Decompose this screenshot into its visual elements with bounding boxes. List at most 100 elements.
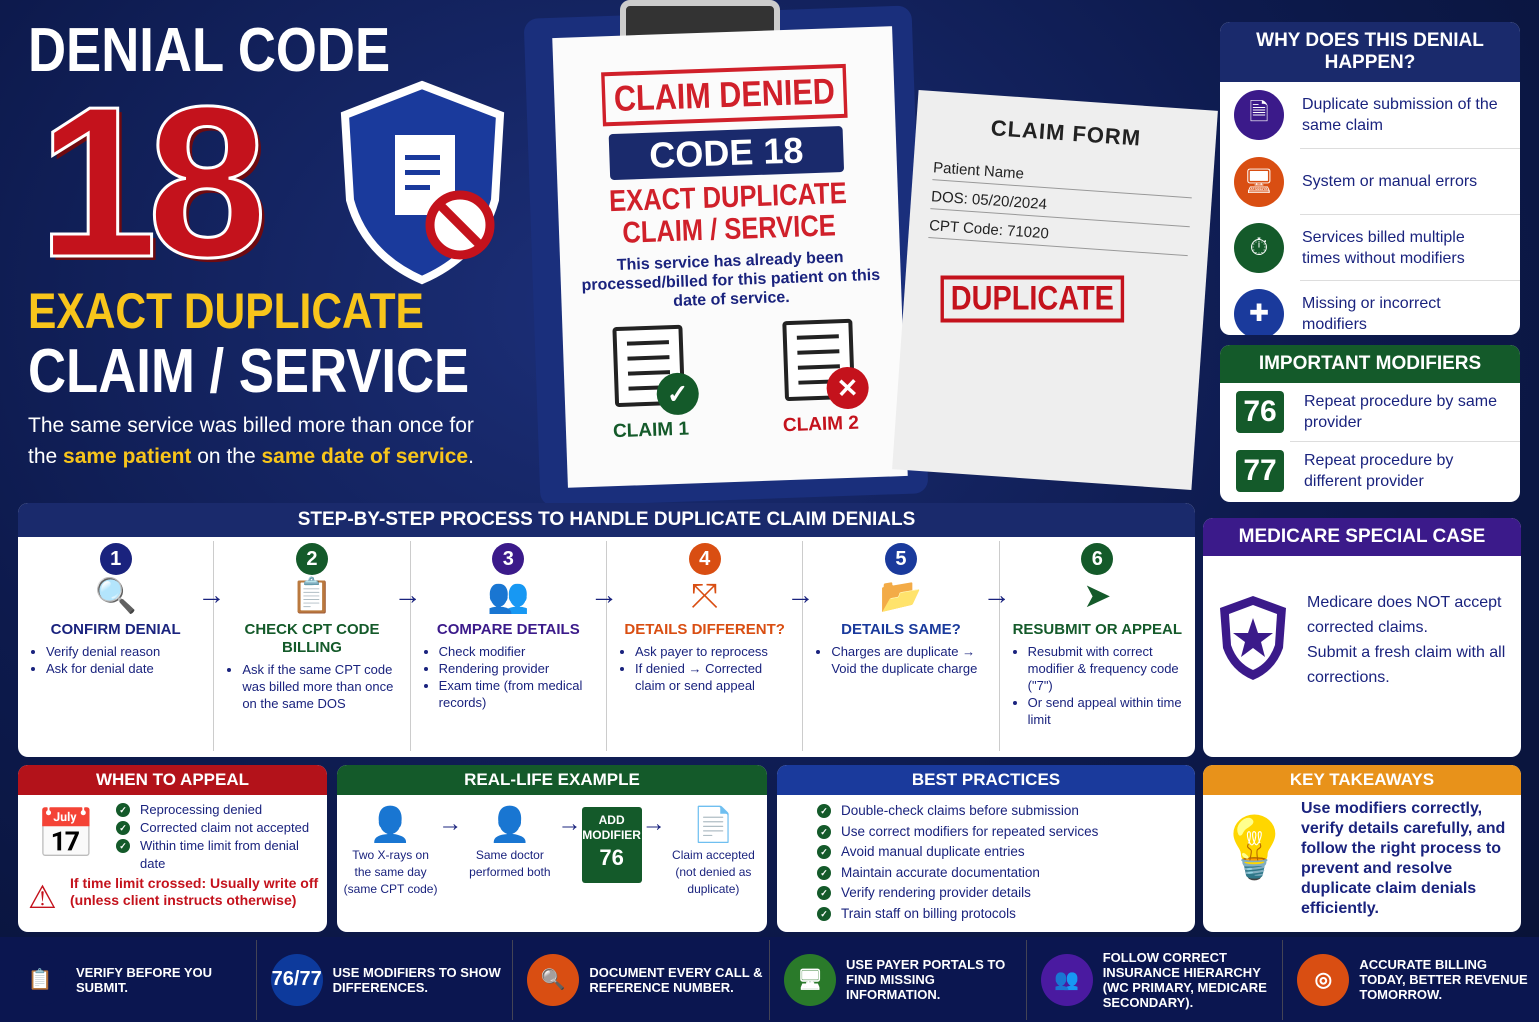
arrow-icon: → <box>197 579 226 610</box>
modifier-text: Repeat procedure by same provider <box>1304 393 1497 431</box>
step-title: CONFIRM DENIAL <box>50 621 181 638</box>
step-number: 5 <box>884 543 917 575</box>
step-number: 1 <box>99 543 132 575</box>
people-icon: 👥 <box>1040 953 1093 1006</box>
modifier-text: Repeat procedure by different provider <box>1304 451 1454 490</box>
shield-star-icon <box>1220 596 1286 680</box>
step-bullet: Charges are duplicate → Void the duplica… <box>831 643 990 677</box>
step-bullet: Resubmit with correct modifier & frequen… <box>1028 643 1187 694</box>
folder-icon: 📂 <box>879 577 923 615</box>
clipboard-paper: CLAIM DENIED CODE 18 EXACT DUPLICATE CLA… <box>552 26 908 488</box>
target-icon: ◎ <box>1297 953 1350 1006</box>
step-2: 2📋CHECK CPT CODE BILLINGAsk if the same … <box>213 541 422 751</box>
appeal-title: WHEN TO APPEAL <box>18 765 327 795</box>
example-step: 👤Two X-rays on the same day (same CPT co… <box>343 803 438 898</box>
desc-text: . <box>468 445 474 468</box>
check-text: Within time limit from denial date <box>140 838 299 871</box>
step-bullet: Verify denial reason <box>46 643 205 660</box>
step-bullet: Ask for denial date <box>46 660 205 677</box>
why-panel: WHY DOES THIS DENIAL HAPPEN? 🗎Duplicate … <box>1220 22 1520 335</box>
claim-2: ✕CLAIM 2 <box>779 318 870 438</box>
step-title: DETAILS SAME? <box>841 621 961 638</box>
footer-text: USE PAYER PORTALS TO FIND MISSING INFORM… <box>846 957 1006 1002</box>
code-box: CODE 18 <box>608 125 845 181</box>
appeal-check: ✓Corrected claim not accepted <box>116 819 321 837</box>
step-number: 4 <box>688 543 721 575</box>
step-bullet: Ask payer to reprocess <box>635 643 794 660</box>
steps-panel: STEP-BY-STEP PROCESS TO HANDLE DUPLICATE… <box>18 503 1195 757</box>
desc-highlight: same date of service <box>261 445 469 468</box>
best-text: Maintain accurate documentation <box>841 864 1040 880</box>
appeal-check: ✓Reprocessing denied <box>116 801 321 819</box>
example-text: Same doctor performed both <box>469 848 551 879</box>
why-item: ✚Missing or incorrect modifiers <box>1234 280 1520 335</box>
check-icon: ✓ <box>656 372 700 416</box>
why-text: System or manual errors <box>1302 173 1478 190</box>
arrow-icon: → <box>557 810 582 837</box>
best-text: Double-check claims before submission <box>841 803 1079 818</box>
doctor-icon: 👤 <box>488 806 532 844</box>
best-item: ✓Avoid manual duplicate entries <box>817 842 1195 863</box>
document-check-icon: 📄 <box>692 806 735 844</box>
footer-text: ACCURATE BILLING TODAY, BETTER REVENUE T… <box>1359 957 1528 1002</box>
form-title: CLAIM FORM <box>990 115 1142 151</box>
footer-tip: 🔍DOCUMENT EVERY CALL & REFERENCE NUMBER. <box>512 939 769 1020</box>
monitor-icon: 🖥 <box>1234 156 1284 207</box>
why-item: 🗎Duplicate submission of the same claim <box>1220 82 1520 148</box>
modifier-code: 76 <box>1236 391 1284 433</box>
modifier-value: 76 <box>599 845 624 870</box>
why-title: WHY DOES THIS DENIAL HAPPEN? <box>1220 22 1520 82</box>
split-arrow-icon: ⤧ <box>691 577 719 615</box>
x-icon: ✕ <box>825 366 870 410</box>
example-step: 👤 Same doctor performed both <box>462 803 557 881</box>
best-item: ✓Maintain accurate documentation <box>817 863 1195 884</box>
step-title: RESUBMIT OR APPEAL <box>1012 621 1183 638</box>
footer-text: VERIFY BEFORE YOU SUBMIT. <box>76 964 213 995</box>
step-1: 1🔍 CONFIRM DENIAL Verify denial reasonAsk … <box>18 541 225 751</box>
arrow-icon: → <box>982 579 1011 610</box>
desc-text: on the <box>191 445 262 468</box>
why-text: Services billed multiple times without m… <box>1302 228 1465 267</box>
why-text: Duplicate submission of the same claim <box>1302 96 1498 134</box>
best-item: ✓Train staff on billing protocols <box>817 904 1195 925</box>
search-icon: 🔍 <box>94 577 137 615</box>
clipboard-title: EXACT DUPLICATE CLAIM / SERVICE <box>608 176 848 250</box>
modifier-76: 76 Repeat procedure by same provider <box>1220 383 1520 441</box>
footer-text: USE MODIFIERS TO SHOW DIFFERENCES. <box>332 964 501 995</box>
medicare-title: MEDICARE SPECIAL CASE <box>1203 518 1521 556</box>
check-icon: ✓ <box>817 824 831 839</box>
document-icon: ✕ <box>782 318 870 410</box>
check-icon: ✓ <box>116 803 130 817</box>
modifier-code: 77 <box>1236 449 1284 492</box>
footer-tip: 👥FOLLOW CORRECT INSURANCE HIERARCHY (WC … <box>1025 939 1283 1020</box>
appeal-check: ✓ Within time limit from denial date <box>116 837 321 873</box>
footer-tip: 76/77 USE MODIFIERS TO SHOW DIFFERENCES. <box>255 939 513 1020</box>
example-step: 📄Claim accepted (not denied as duplicate… <box>666 803 761 898</box>
claim-1-label: CLAIM 1 <box>612 418 690 443</box>
desc-text: The same service was billed more than on… <box>28 414 474 468</box>
modifier-badge: 76/77 <box>270 953 323 1006</box>
document-icon: ✓ <box>612 324 700 416</box>
puzzle-icon: ✚ <box>1234 288 1284 335</box>
step-title: DETAILS DIFFERENT? <box>624 621 785 638</box>
real-life-example-panel: REAL-LIFE EXAMPLE 👤Two X-rays on the sam… <box>337 765 767 932</box>
desc-highlight: same patient <box>63 445 192 468</box>
step-4: 4⤧ DETAILS DIFFERENT? Ask payer to reproce… <box>605 541 814 751</box>
key-title: KEY TAKEAWAYS <box>1203 765 1521 795</box>
best-text: Verify rendering provider details <box>841 885 1031 900</box>
people-icon: 👥 <box>487 577 530 615</box>
medicare-panel: MEDICARE SPECIAL CASE Medicare does NOT … <box>1203 518 1521 757</box>
duplicate-stamp: DUPLICATE <box>940 275 1125 323</box>
search-icon: 🔍 <box>527 953 580 1006</box>
warning-icon: ⚠ <box>28 879 57 915</box>
arrow-icon: → <box>641 810 666 837</box>
step-title: CHECK CPT CODE BILLING <box>244 621 380 656</box>
best-text: Train staff on billing protocols <box>841 905 1016 921</box>
step-bullet: If denied → Corrected claim or send appe… <box>635 660 794 694</box>
best-text: Use correct modifiers for repeated servi… <box>841 823 1099 839</box>
check-icon: ✓ <box>116 839 130 853</box>
modifier-77: 77 Repeat procedure by different provider <box>1236 441 1520 499</box>
best-practices-panel: BEST PRACTICES ✓Double-check claims befo… <box>777 765 1195 932</box>
appeal-warning: If time limit crossed: Usually write off… <box>70 875 319 908</box>
